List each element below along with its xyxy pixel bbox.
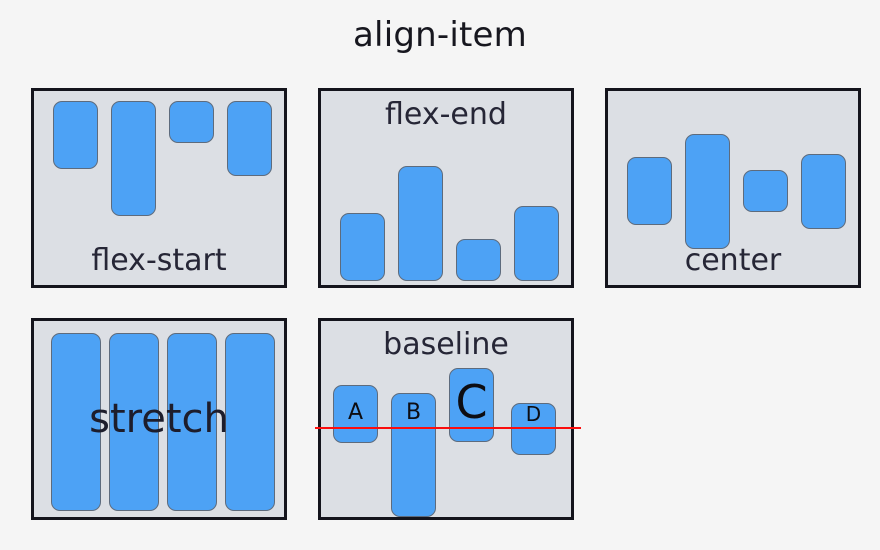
flex-item — [456, 239, 501, 281]
flex-item — [685, 134, 730, 249]
flex-item — [53, 101, 98, 169]
align-demo-box-baseline: A B C D baseline — [315, 318, 581, 520]
flex-item-d: D — [511, 403, 556, 455]
flex-item — [225, 333, 275, 511]
flex-item — [109, 333, 159, 511]
flex-item-a: A — [333, 385, 378, 443]
flex-item-letter: D — [525, 402, 542, 426]
flex-item — [51, 333, 101, 511]
flex-item — [340, 213, 385, 281]
align-demo-box-flex-end: flex-end — [318, 88, 574, 288]
baseline-items: A B C D — [321, 321, 571, 517]
flex-end-items — [321, 91, 571, 285]
flex-item — [111, 101, 156, 216]
flex-start-items — [34, 91, 284, 285]
flex-item-b: B — [391, 393, 436, 517]
flex-item — [169, 101, 214, 143]
align-demo-box-flex-start: flex-start — [31, 88, 287, 288]
flex-item-c: C — [449, 368, 494, 442]
flex-item — [743, 170, 788, 212]
flex-item-letter: B — [405, 400, 422, 425]
flex-item — [801, 154, 846, 229]
flex-item — [398, 166, 443, 281]
flex-item — [514, 206, 559, 281]
page-title: align-item — [353, 15, 527, 55]
flex-item — [227, 101, 272, 176]
flex-item-letter: A — [347, 400, 364, 425]
flex-item — [627, 157, 672, 225]
align-demo-box-center: center — [605, 88, 861, 288]
stretch-items — [34, 321, 284, 517]
align-demo-box-stretch: stretch — [31, 318, 287, 520]
flex-item — [167, 333, 217, 511]
center-items — [608, 91, 858, 285]
flex-item-letter: C — [455, 375, 488, 429]
